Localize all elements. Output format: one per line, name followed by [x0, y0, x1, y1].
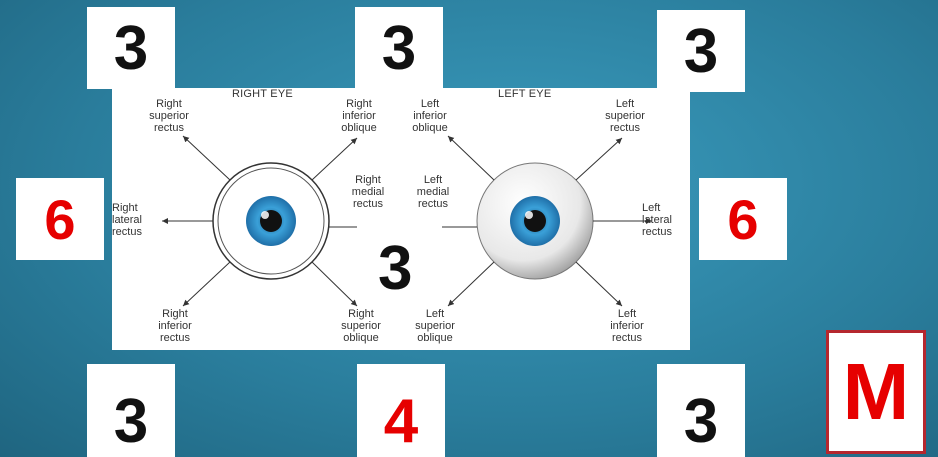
arrow-right-inferior-rectus: [182, 261, 231, 307]
corner-letter-box: M: [826, 330, 926, 454]
label-left-lateral-rectus: Left lateral rectus: [642, 202, 672, 238]
label-right-inferior-rectus: Right inferior rectus: [158, 308, 192, 344]
number-box-mid-right: 6: [699, 178, 787, 260]
number-box-bottom-right: 3: [657, 364, 745, 457]
right-eye-graphic: [162, 135, 358, 307]
eye-muscle-diagram: RIGHT EYE LEFT EYE Right superior rectus…: [112, 88, 690, 350]
right-eye-heading: RIGHT EYE: [232, 88, 293, 100]
label-right-superior-oblique: Right superior oblique: [341, 308, 381, 344]
arrow-left-inferior-rectus: [575, 261, 623, 307]
number-box-bottom-middle: 4: [357, 364, 445, 457]
label-left-superior-oblique: Left superior oblique: [415, 308, 455, 344]
number-box-mid-left: 6: [16, 178, 104, 260]
left-eye-graphic: [442, 135, 652, 307]
number-box-top-middle: 3: [355, 7, 443, 89]
arrow-right-inferior-oblique: [311, 137, 358, 181]
arrow-left-superior-rectus: [575, 137, 623, 181]
left-eye-heading: LEFT EYE: [498, 88, 552, 100]
label-left-inferior-rectus: Left inferior rectus: [610, 308, 644, 344]
label-left-inferior-oblique: Left inferior oblique: [412, 98, 448, 134]
arrow-right-superior-rectus: [182, 135, 231, 181]
label-right-superior-rectus: Right superior rectus: [149, 98, 189, 134]
label-left-medial-rectus: Left medial rectus: [416, 174, 450, 210]
arrow-left-superior-oblique: [447, 261, 495, 307]
label-right-inferior-oblique: Right inferior oblique: [341, 98, 377, 134]
arrow-right-superior-oblique: [311, 261, 358, 307]
number-box-top-left: 3: [87, 7, 175, 89]
eye-diagram-svg: [162, 135, 652, 307]
arrow-left-inferior-oblique: [447, 135, 495, 181]
label-left-superior-rectus: Left superior rectus: [605, 98, 645, 134]
number-center: 3: [378, 234, 413, 303]
label-right-lateral-rectus: Right lateral rectus: [112, 202, 142, 238]
number-box-bottom-left: 3: [87, 364, 175, 457]
label-right-medial-rectus: Right medial rectus: [351, 174, 385, 210]
number-box-top-right: 3: [657, 10, 745, 92]
